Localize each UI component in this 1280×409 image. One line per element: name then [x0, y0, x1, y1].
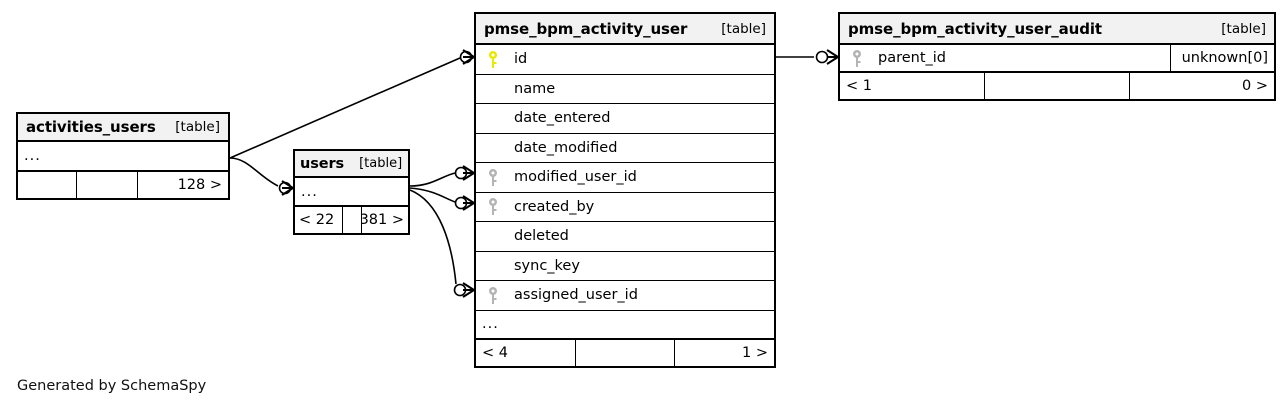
footer-middle — [574, 340, 676, 366]
table-pmse-bpm-activity-user-audit[interactable]: pmse_bpm_activity_user_audit [table] par… — [838, 12, 1276, 101]
generated-by-caption: Generated by SchemaSpy — [17, 378, 207, 394]
table-type-tag: [table] — [359, 156, 403, 171]
table-title: pmse_bpm_activity_user — [484, 19, 688, 38]
table-activities-users[interactable]: activities_users [table] ... 128 > — [16, 112, 230, 200]
table-type-tag: [table] — [721, 20, 766, 37]
column-name: sync_key — [514, 257, 580, 274]
table-title: pmse_bpm_activity_user_audit — [848, 19, 1102, 38]
footer-parent-count: < 22 — [299, 212, 335, 228]
table-title: activities_users — [26, 118, 156, 136]
table-footer: 128 > — [18, 171, 228, 198]
footer-middle — [984, 73, 1130, 99]
footer-parent-count: < 4 — [482, 345, 508, 361]
foreign-key-icon — [476, 198, 510, 216]
table-title: users — [300, 155, 345, 172]
table-header: activities_users [table] — [18, 114, 228, 142]
table-header: pmse_bpm_activity_user_audit [table] — [840, 14, 1274, 45]
column-name: name — [514, 80, 556, 97]
column-name: modified_user_id — [514, 169, 637, 186]
footer-child-count: 0 > — [1242, 78, 1268, 94]
table-pmse-bpm-activity-user[interactable]: pmse_bpm_activity_user [table] id name d… — [474, 12, 776, 368]
footer-child-count: 1 > — [742, 345, 769, 361]
footer-parent-count: < 1 — [846, 78, 872, 94]
column-name: id — [514, 51, 528, 68]
column-row-deleted[interactable]: deleted — [476, 222, 774, 252]
column-row-modified-user-id[interactable]: modified_user_id — [476, 163, 774, 193]
table-row-ellipsis: ... — [476, 310, 774, 340]
column-row-parent-id[interactable]: parent_id unknown[0] — [840, 45, 1274, 73]
table-users[interactable]: users [table] ... < 22 381 > — [293, 149, 410, 235]
table-header: pmse_bpm_activity_user [table] — [476, 14, 774, 45]
column-row-date-modified[interactable]: date_modified — [476, 133, 774, 163]
table-row: ... — [18, 142, 228, 172]
foreign-key-icon — [476, 168, 510, 186]
table-header: users [table] — [295, 151, 408, 178]
foreign-key-icon — [476, 286, 510, 304]
column-name: date_modified — [514, 139, 618, 156]
column-row-date-entered[interactable]: date_entered — [476, 104, 774, 134]
column-row-sync-key[interactable]: sync_key — [476, 251, 774, 281]
table-type-tag: [table] — [175, 119, 220, 135]
column-type: unknown[0] — [1170, 45, 1274, 71]
primary-key-icon — [476, 50, 510, 68]
footer-middle — [76, 171, 138, 198]
column-name: created_by — [514, 198, 595, 215]
column-name: parent_id — [878, 50, 947, 66]
footer-child-count: 128 > — [177, 176, 222, 193]
column-row-name[interactable]: name — [476, 74, 774, 104]
table-footer: < 1 0 > — [840, 73, 1274, 99]
column-row-id[interactable]: id — [476, 45, 774, 75]
column-name: date_entered — [514, 110, 611, 127]
table-type-tag: [table] — [1221, 20, 1266, 37]
foreign-key-icon — [840, 49, 874, 67]
column-row-created-by[interactable]: created_by — [476, 192, 774, 222]
table-row: ... — [295, 178, 408, 207]
footer-parent-count — [18, 172, 76, 198]
column-row-assigned-user-id[interactable]: assigned_user_id — [476, 281, 774, 311]
column-name: deleted — [514, 228, 569, 245]
table-footer: < 22 381 > — [295, 207, 408, 233]
column-name: assigned_user_id — [514, 287, 638, 304]
table-footer: < 4 1 > — [476, 340, 774, 366]
footer-child-count: 381 > — [362, 212, 404, 228]
footer-middle — [342, 207, 362, 233]
